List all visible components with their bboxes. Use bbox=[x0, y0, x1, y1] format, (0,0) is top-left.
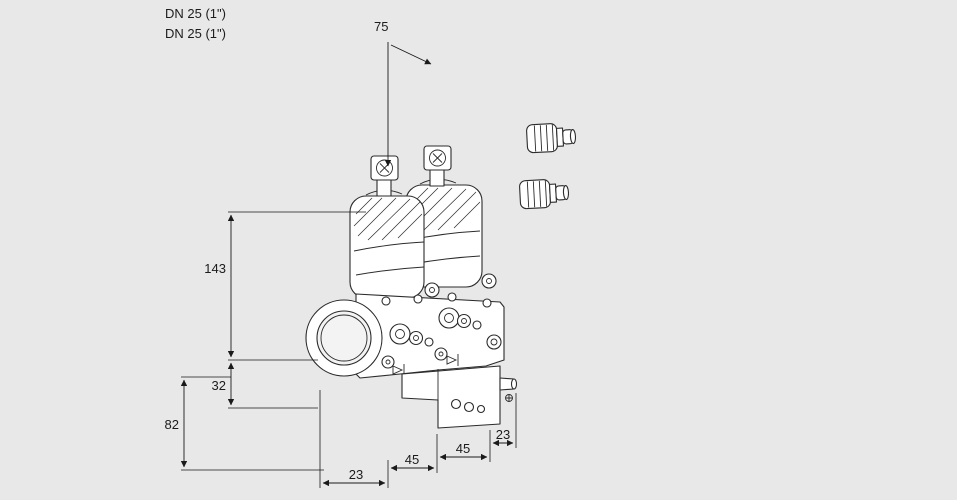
dimension-32 bbox=[227, 362, 318, 409]
flange-port bbox=[305, 299, 383, 377]
dimension-143 bbox=[227, 211, 366, 361]
dim-75-label: 75 bbox=[374, 19, 388, 34]
dim-45l-label: 45 bbox=[405, 452, 419, 467]
valve-assembly bbox=[305, 123, 577, 429]
dimension-45-left bbox=[390, 434, 438, 473]
dn-label-1: DN 25 (1") bbox=[165, 6, 226, 21]
base-block bbox=[401, 365, 518, 429]
flow-arrow-icon bbox=[446, 354, 459, 366]
fitting-lower bbox=[519, 179, 570, 210]
dim-143-label: 143 bbox=[204, 261, 226, 276]
solenoid-left bbox=[349, 155, 425, 299]
dim-32-label: 32 bbox=[212, 378, 226, 393]
fitting-upper bbox=[526, 123, 577, 154]
dim-23r-label: 23 bbox=[496, 427, 510, 442]
dimension-lines bbox=[180, 42, 517, 488]
dim-45r-label: 45 bbox=[456, 441, 470, 456]
dimension-45-right bbox=[439, 430, 491, 462]
dimension-23-left bbox=[319, 390, 389, 488]
dimension-75 bbox=[384, 42, 432, 167]
bonnet-screws bbox=[424, 273, 497, 298]
indicator-neck-left bbox=[376, 177, 392, 197]
dim-23l-label: 23 bbox=[349, 467, 363, 482]
dim-82-label: 82 bbox=[165, 417, 179, 432]
dn-label-2: DN 25 (1") bbox=[165, 26, 226, 41]
labels: DN 25 (1") DN 25 (1") 75 143 32 82 23 45… bbox=[165, 6, 511, 482]
dimension-82 bbox=[180, 376, 324, 471]
dimension-23-right bbox=[492, 393, 517, 448]
valve-body bbox=[355, 292, 505, 379]
indicator-neck-right bbox=[429, 167, 445, 187]
